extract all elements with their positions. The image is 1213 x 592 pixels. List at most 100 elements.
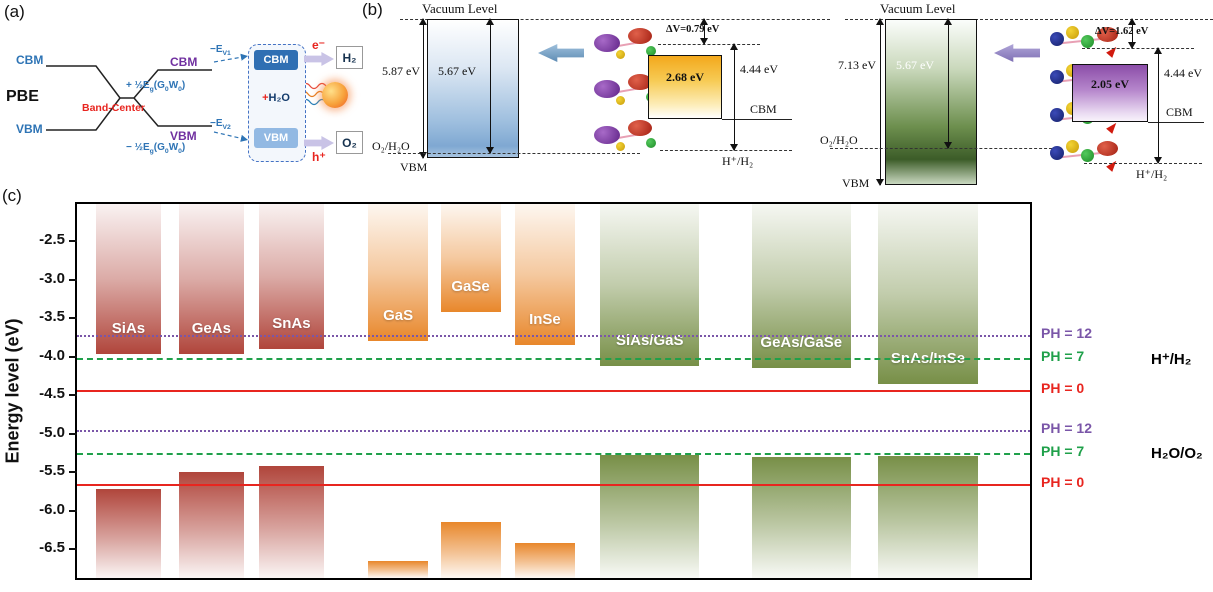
cbm-band-inse xyxy=(514,204,575,346)
y-axis-tick-mark xyxy=(69,240,77,242)
box-water-h2o: H₂O xyxy=(268,92,290,104)
dipole-arrow xyxy=(1106,41,1122,58)
material-label-sias-gas: SiAs/GaS xyxy=(615,331,684,349)
minus-half-gap-label: − ½Eg(G0W0) xyxy=(126,142,186,155)
orbital-lobe-red xyxy=(628,120,652,136)
vacuum-level-label-right: Vacuum Level xyxy=(880,1,956,16)
atom-yellow xyxy=(616,50,625,59)
vbm-band-gase xyxy=(440,522,501,578)
vbm-band-gas xyxy=(368,561,429,578)
y-axis-tick-mark xyxy=(69,432,77,435)
vacuum-dash-left xyxy=(400,19,830,20)
qp-vbm-label: VBM xyxy=(170,129,197,143)
legend-h-h2-ph-12: PH = 12 xyxy=(1041,324,1092,341)
material-label-geas-gase: GeAs/GaSe xyxy=(760,334,843,352)
water-depth-label-right: 5.67 eV xyxy=(896,58,934,72)
atom-yellow xyxy=(1066,26,1079,39)
water-redox-label-left: O₂/H₂O xyxy=(372,139,410,154)
cbm-extension-line-left xyxy=(722,119,792,120)
y-axis-tick-label: -2.5 xyxy=(39,231,65,248)
slab-band-bar-right xyxy=(885,19,977,185)
y-axis-tick-mark xyxy=(69,548,77,551)
sun-icon xyxy=(322,82,348,108)
atom-green xyxy=(646,138,656,148)
orbital-lobe-purple xyxy=(594,126,620,144)
y-axis-tick-mark xyxy=(69,394,77,397)
vbm-band-sias xyxy=(96,489,161,578)
panel-a-label: (a) xyxy=(4,2,25,21)
cbm-band-geas-gase xyxy=(751,204,851,369)
dv-label-right: ΔV=1.62 eV xyxy=(1095,26,1149,37)
h-redox-dash-right xyxy=(1084,163,1202,164)
she-measure-arrow-left xyxy=(730,43,739,151)
panel-a-connector-lines xyxy=(46,53,327,142)
cbm-band-snas-inse xyxy=(878,204,978,384)
atom-blue xyxy=(1050,32,1064,46)
dv-measure-arrow-right xyxy=(1128,18,1137,49)
h-redox-label-left: H⁺/H₂ xyxy=(722,154,754,168)
inner-measure-arrow-right xyxy=(944,18,953,149)
gap-box-left: 2.68 eV xyxy=(648,55,722,119)
orbital-lobe-red xyxy=(628,28,652,44)
redox-line-h2o-o2-ph-12 xyxy=(77,429,1030,432)
y-axis-tick-mark xyxy=(69,471,77,474)
pbe-cbm-label: CBM xyxy=(16,53,44,67)
water-depth-label-left: 5.67 eV xyxy=(438,64,476,78)
gap-value-right: 2.05 eV xyxy=(1091,77,1129,91)
vbm-label-left: VBM xyxy=(400,160,428,174)
cbm-band-gase xyxy=(440,204,501,312)
legend-h-h2-ph-0: PH = 0 xyxy=(1041,379,1085,396)
inner-measure-arrow-left xyxy=(486,18,495,154)
vacuum-dash-right xyxy=(845,19,1213,20)
plus-half-gap-label: + ½Eg(G0W0) xyxy=(126,80,186,93)
material-label-gas: GaS xyxy=(383,307,414,325)
box-cbm-chip: CBM xyxy=(254,50,298,70)
outer-measure-arrow-right xyxy=(876,18,885,186)
y-axis-tick-label: -5.0 xyxy=(39,423,65,441)
gap-box-right: 2.05 eV xyxy=(1072,64,1148,122)
vbm-band-snas xyxy=(259,466,324,578)
panel-b-label: (b) xyxy=(362,0,383,19)
h-redox-label-right: H⁺/H₂ xyxy=(1136,167,1168,181)
atom-blue xyxy=(1050,70,1064,84)
cbm-label-right: CBM xyxy=(1166,105,1193,119)
ev1-shift-label: −EV1 xyxy=(210,44,231,57)
dv-label-left: ΔV=0.79 eV xyxy=(666,24,720,35)
legend-h2o-o2-ph-0: PH = 0 xyxy=(1041,474,1085,491)
y-axis-tick-label: -3.5 xyxy=(39,308,65,326)
cbm-band-sias-gas xyxy=(600,204,700,366)
legend-h2o-o2-ph-12: PH = 12 xyxy=(1041,419,1092,436)
band-center-label: Band-Center xyxy=(82,102,146,114)
legend-h-h2-ph-7: PH = 7 xyxy=(1041,347,1085,364)
redox-line-h-h2-ph-7 xyxy=(77,357,1030,360)
gap-value-left: 2.68 eV xyxy=(666,70,704,84)
ev2-shift-label: −EV2 xyxy=(210,118,231,131)
vacuum-level-label-left: Vacuum Level xyxy=(422,1,498,16)
outer-measure-arrow-left xyxy=(419,18,428,159)
atom-yellow xyxy=(616,142,625,151)
y-axis-tick-mark xyxy=(69,317,77,320)
atom-blue xyxy=(1050,146,1064,160)
work-depth-label-left: 5.87 eV xyxy=(382,64,420,78)
y-axis-tick-label: -6.0 xyxy=(39,500,65,518)
legend-h2o-o2-ph-7: PH = 7 xyxy=(1041,442,1085,459)
box-water-plus: + xyxy=(262,92,269,104)
hole-label: h⁺ xyxy=(312,150,326,164)
she-value-left: 4.44 eV xyxy=(740,62,778,77)
cbm-extension-line-right xyxy=(1148,122,1204,123)
panel-b-band-edge-diagrams: (b) Vacuum Level 5.87 eV 5.67 eV O₂/H₂O … xyxy=(360,0,1213,200)
y-axis-tick-mark xyxy=(69,509,77,512)
legend-group-h-o-o: H₂O/O₂ xyxy=(1151,444,1203,462)
shifted-vacuum-dash-left xyxy=(658,44,760,45)
orbital-lobe-red xyxy=(1097,141,1118,156)
vbm-band-sias-gas xyxy=(600,455,700,578)
material-label-gase: GaSe xyxy=(451,277,490,295)
y-axis-tick-label: -6.5 xyxy=(39,539,65,557)
vbm-band-geas xyxy=(178,472,244,578)
atom-green xyxy=(1081,149,1094,162)
water-redox-label-right: O₂/H₂O xyxy=(820,133,858,148)
she-value-right: 4.44 eV xyxy=(1164,66,1202,81)
material-label-inse: InSe xyxy=(529,311,561,329)
